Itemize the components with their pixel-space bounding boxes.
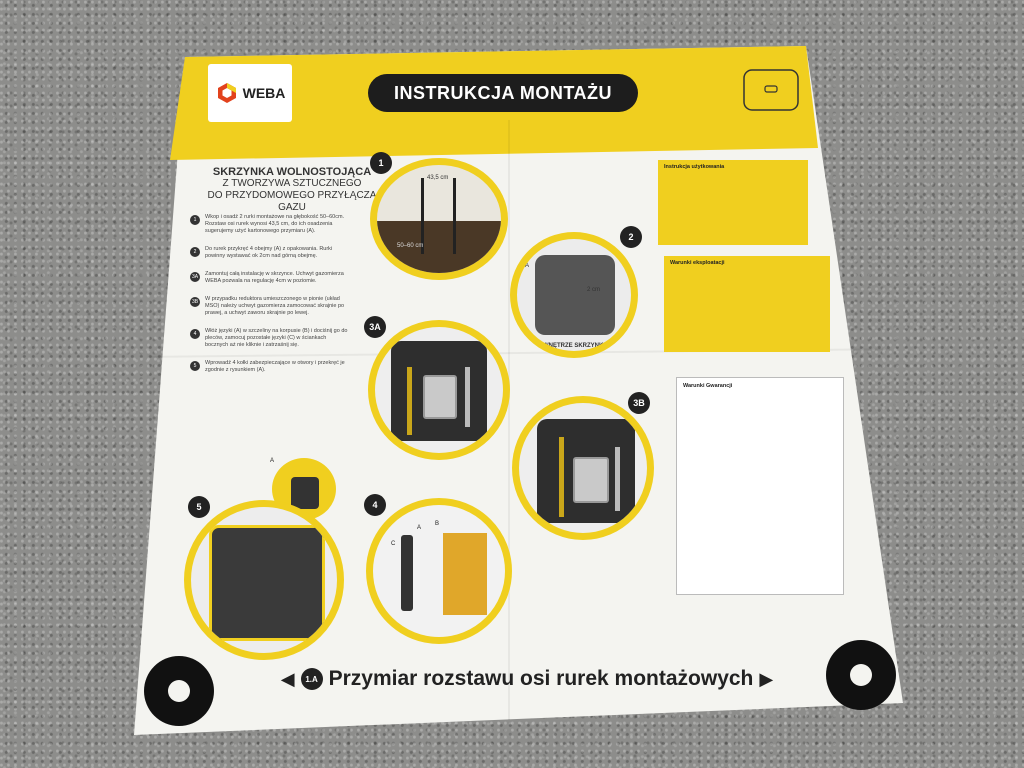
fold-line-vertical: [508, 120, 510, 720]
step-item: 5 Wprowadź 4 kołki zabezpieczające w otwo…: [190, 360, 348, 374]
box-body: [443, 533, 487, 615]
gas-pipe: [407, 367, 412, 435]
step-badge: 4: [190, 329, 200, 339]
product-title: SKRZYNKA WOLNOSTOJĄCA: [212, 166, 372, 178]
mounting-rod: [421, 177, 424, 254]
usage-title: Instrukcja użytkowania: [664, 164, 725, 170]
gas-pipe-grey: [615, 447, 620, 511]
step-item: 3A Zamontuj całą instalację w skrzynce. U…: [190, 271, 348, 285]
operation-title: Warunki eksploatacji: [670, 260, 725, 266]
gas-pipe-grey: [465, 367, 470, 427]
arrow-right-icon: ▶: [759, 668, 774, 689]
step-text: Do rurek przykręć 4 obejmy (A) z opakowa…: [205, 246, 333, 259]
figure-4-number: 4: [364, 494, 386, 516]
step-text: Zamontuj całą instalację w skrzynce. Uch…: [205, 271, 344, 284]
ring-marker-right: [826, 640, 896, 710]
box-back-panel: [535, 255, 615, 335]
figure-1-soil-pipes: 43,5 cm 50–60 cm: [370, 158, 508, 280]
operation-info-box: Warunki eksploatacji: [664, 256, 830, 352]
step-text: Wkop i osadź 2 rurki montażowe na głębok…: [205, 214, 345, 234]
step-badge: 5: [190, 361, 200, 371]
product-subtitle-2: DO PRZYDOMOWEGO PRZYŁĄCZA GAZU: [207, 190, 377, 213]
figure-2-box-interior: 2 cm A WNĘTRZE SKRZYNKI: [510, 232, 638, 358]
figure-3a-number: 3A: [364, 316, 386, 338]
product-subtitle-1: Z TWORZYWA SZTUCZNEGO: [222, 178, 362, 189]
usage-info-box: Instrukcja użytkowania: [658, 160, 808, 245]
hexagon-logo-icon: [217, 83, 236, 103]
ring-marker-left: [144, 656, 214, 726]
caption-badge: 1.A: [300, 668, 323, 690]
tag-a: A: [525, 263, 530, 269]
caption-text: Przymiar rozstawu osi rurek montażowych: [328, 667, 754, 690]
figure-2-number: 2: [620, 226, 642, 248]
figure-5-box-back: [184, 500, 344, 660]
figure-3b-installation: [512, 396, 654, 540]
box-outline-icon: [743, 69, 799, 111]
steps-list: 1 Wkop i osadź 2 rurki montażowe na głębo…: [190, 214, 348, 385]
step-text: Wprowadź 4 kołki zabezpieczające w otwor…: [205, 360, 345, 373]
dimension-depth: 50–60 cm: [397, 243, 424, 249]
bottom-caption: ◀ 1.A Przymiar rozstawu osi rurek montaż…: [232, 662, 822, 696]
gas-meter: [423, 375, 457, 419]
product-heading: SKRZYNKA WOLNOSTOJĄCA Z TWORZYWA SZTUCZN…: [207, 166, 377, 214]
side-panel: [401, 535, 413, 611]
step-item: 1 Wkop i osadź 2 rurki montażowe na głębo…: [190, 214, 348, 235]
lock-detail: [291, 477, 319, 509]
tag-a-fig5: A: [270, 458, 275, 464]
box-back-cover: [209, 525, 325, 641]
step-badge: 1: [190, 215, 200, 225]
soil: [377, 221, 501, 273]
gas-meter: [573, 457, 609, 503]
figure-3b-number: 3B: [628, 392, 650, 414]
step-text: W przypadku reduktora umieszczonego w pi…: [205, 296, 345, 316]
gas-pipe: [559, 437, 564, 517]
arrow-left-icon: ◀: [280, 668, 295, 689]
figure-1-number: 1: [370, 152, 392, 174]
warranty-info-box: Warunki Gwarancji: [676, 377, 844, 595]
tag-c-fig4: C: [391, 541, 396, 547]
logo-text: WEBA: [242, 85, 286, 101]
step-badge: 3A: [190, 272, 200, 282]
weba-logo: WEBA: [208, 64, 292, 122]
step-text: Włóż języki (A) w szczeliny na korpusie …: [205, 328, 348, 348]
page-title: INSTRUKCJA MONTAŻU: [368, 74, 638, 112]
dimension-top: 43,5 cm: [427, 175, 449, 181]
tag-b-fig4: B: [435, 521, 440, 527]
step-item: 4 Włóż języki (A) w szczeliny na korpusie…: [190, 328, 348, 349]
box-interior-label: WNĘTRZE SKRZYNKI: [543, 343, 605, 349]
step-item: 2 Do rurek przykręć 4 obejmy (A) z opakow…: [190, 246, 348, 260]
figure-5-number: 5: [188, 496, 210, 518]
figure-3a-installation: [368, 320, 510, 460]
dimension-2cm: 2 cm: [587, 287, 601, 293]
tag-a-fig4: A: [417, 525, 422, 531]
ring-hole: [168, 680, 190, 702]
step-badge: 3B: [190, 297, 200, 307]
figure-4-assembly: A B C: [366, 498, 512, 644]
mounting-rod: [453, 177, 456, 254]
step-badge: 2: [190, 247, 200, 257]
warranty-title: Warunki Gwarancji: [683, 383, 733, 389]
step-item: 3B W przypadku reduktora umieszczonego w …: [190, 296, 348, 317]
ring-hole: [850, 664, 872, 686]
